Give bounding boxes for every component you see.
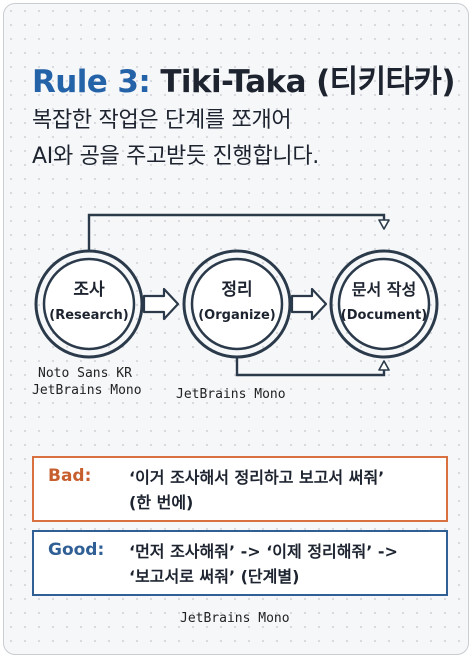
font-note-left-line-2: JetBrains Mono [32, 383, 142, 398]
flow-arrow-1 [142, 287, 180, 321]
step-sub-document: (Document) [341, 308, 427, 323]
subtitle-line-1: 복잡한 작업은 단계를 쪼개어 [32, 108, 292, 133]
step-sub-organize: (Organize) [198, 308, 276, 323]
good-example-box: Good: ‘먼저 조사해줘’ -> ‘이제 정리해줘’ -> ‘보고서로 써줘… [32, 530, 448, 596]
good-message-line-2: ‘보고서로 써줘’ (단계별) [129, 567, 300, 586]
font-note-left: Noto Sans KR JetBrains Mono [32, 365, 142, 399]
flow-arrow-2 [290, 287, 328, 321]
font-note-left-line-1: Noto Sans KR [38, 366, 132, 381]
good-tag: Good: [48, 540, 105, 560]
font-note-center: JetBrains Mono [176, 387, 286, 402]
page-title: Rule 3: Tiki-Taka (티키타카) [32, 56, 456, 101]
step-label-organize: 정리 [221, 280, 252, 300]
subtitle: 복잡한 작업은 단계를 쪼개어 AI와 공을 주고받듯 진행합니다. [32, 103, 452, 175]
good-message: ‘먼저 조사해줘’ -> ‘이제 정리해줘’ -> ‘보고서로 써줘’ (단계별… [129, 539, 439, 589]
loop-arrow-bottom [235, 356, 390, 377]
subtitle-line-2: AI와 공을 주고받듯 진행합니다. [32, 144, 319, 169]
bad-message: ‘이거 조사해서 정리하고 보고서 써줘’ (한 번에) [129, 465, 439, 515]
loop-arrow-top [87, 213, 390, 251]
step-node-organize [182, 249, 292, 359]
rule-name: Tiki-Taka (티키타카) [160, 64, 455, 100]
step-label-document: 문서 작성 [352, 280, 416, 299]
bad-message-line-2: (한 번에) [129, 493, 194, 512]
good-message-line-1: ‘먼저 조사해줘’ -> ‘이제 정리해줘’ -> [129, 542, 398, 561]
process-diagram: 조사 (Research) 정리 (Organize) 문서 작성 (Docum… [34, 213, 439, 377]
step-node-research [34, 249, 144, 359]
bad-example-box: Bad: ‘이거 조사해서 정리하고 보고서 써줘’ (한 번에) [32, 456, 448, 522]
bad-tag: Bad: [48, 466, 92, 486]
rule-card: Rule 3: Tiki-Taka (티키타카) 복잡한 작업은 단계를 쪼개어… [3, 3, 469, 655]
step-label-research: 조사 [73, 280, 105, 300]
bad-message-line-1: ‘이거 조사해서 정리하고 보고서 써줘’ [129, 468, 385, 487]
step-sub-research: (Research) [49, 308, 128, 323]
font-note-bottom: JetBrains Mono [180, 611, 290, 626]
rule-number: Rule 3: [32, 64, 151, 100]
step-node-document [329, 249, 439, 359]
